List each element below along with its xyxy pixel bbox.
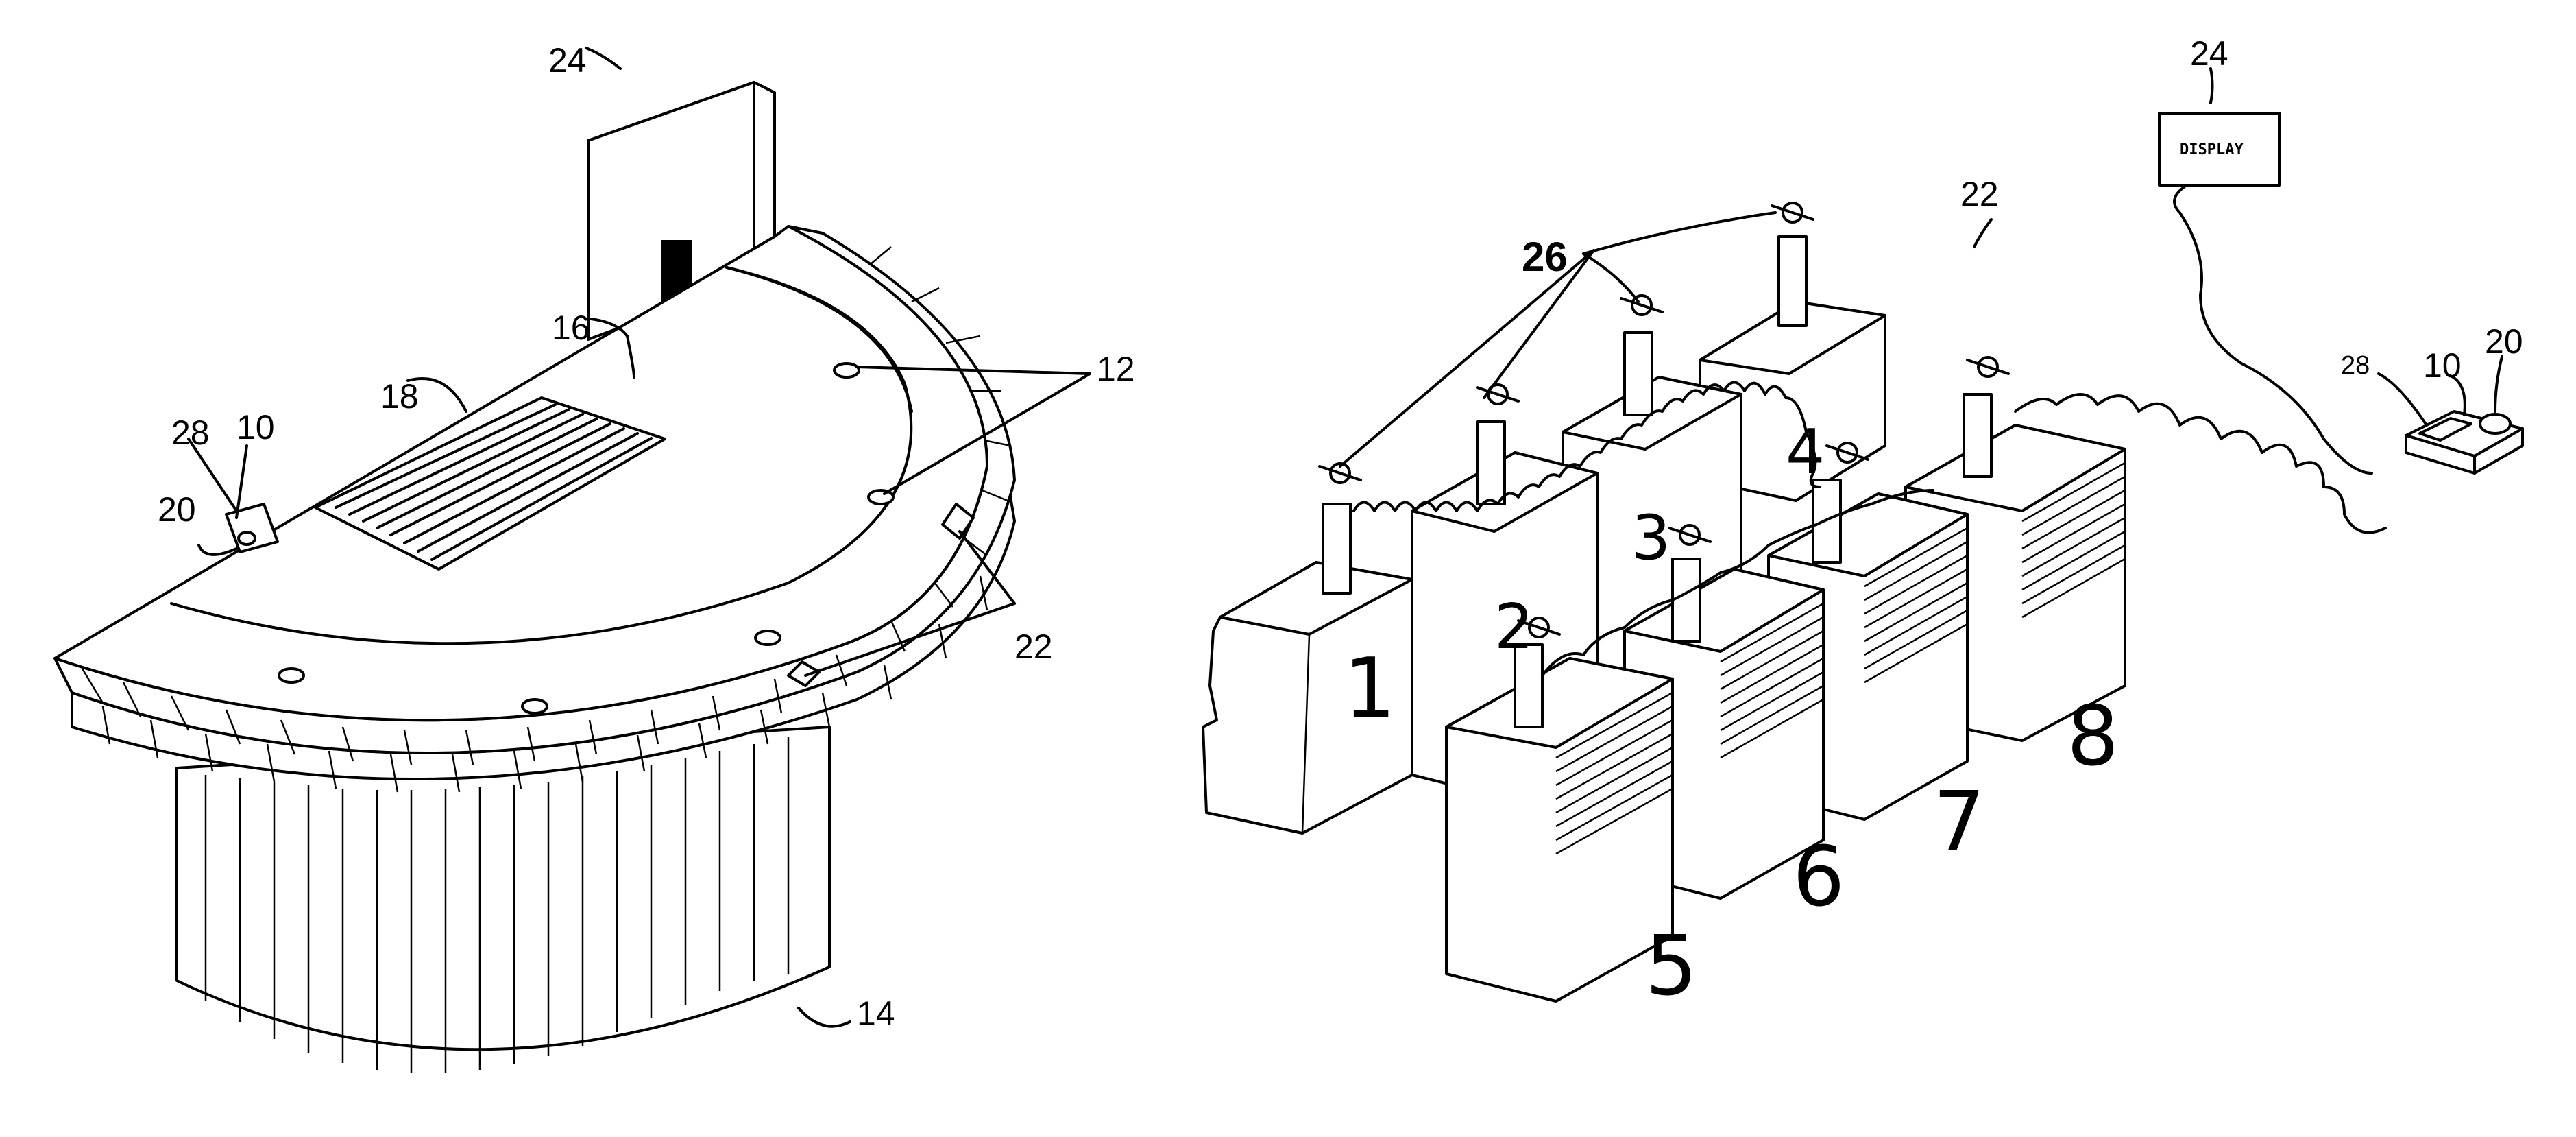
table-controller [226, 504, 278, 552]
ref-14: 14 [857, 994, 895, 1033]
sensor-post [1673, 559, 1700, 641]
bay-label-8: 8 [2067, 689, 2119, 785]
ref-24-left: 24 [548, 41, 587, 80]
ref-20-left: 20 [158, 490, 196, 529]
bay-label-3: 3 [1631, 502, 1670, 574]
sensor-post [1477, 422, 1505, 504]
ref-18: 18 [380, 377, 419, 416]
ref-28-left: 28 [171, 414, 210, 452]
sensor-dot [834, 363, 859, 377]
sensor-dot [755, 631, 780, 645]
sensor-post [1964, 394, 1991, 477]
bay-label-2: 2 [1494, 591, 1533, 663]
ref-22-right: 22 [1960, 175, 1999, 213]
ref-20-right: 20 [2485, 322, 2523, 361]
right-leader-lines [1340, 69, 2502, 466]
ref-24-right: 24 [2190, 34, 2228, 73]
sensor-dot [868, 490, 893, 504]
bay-label-1: 1 [1344, 641, 1396, 737]
bay-label-7: 7 [1933, 775, 1985, 870]
sensor-post [1779, 237, 1806, 326]
gaming-table-figure: 24 16 18 12 28 10 20 22 14 [55, 41, 1135, 1073]
ref-12: 12 [1097, 350, 1135, 388]
ref-10-right: 10 [2423, 346, 2462, 385]
sensor-post [1625, 333, 1652, 415]
ref-28-right: 28 [2341, 351, 2370, 380]
sensor-dot [522, 699, 547, 713]
bay-label-5: 5 [1645, 919, 1697, 1014]
bay-label-6: 6 [1793, 830, 1845, 925]
controller-button [2480, 414, 2510, 433]
ref-16: 16 [552, 309, 590, 347]
card-shoe-figure: DISPLAY 24 22 26 28 10 20 [1203, 34, 2523, 1014]
bay-label-4: 4 [1786, 416, 1825, 488]
sensor-post [1323, 504, 1350, 593]
display-label: DISPLAY [2180, 141, 2244, 158]
sensor-dot [279, 669, 304, 682]
ref-10-left: 10 [236, 408, 275, 446]
display-cable [2174, 185, 2372, 473]
ref-22-left: 22 [1014, 627, 1053, 666]
ref-26: 26 [1522, 234, 1568, 280]
table-pedestal [177, 727, 829, 1073]
